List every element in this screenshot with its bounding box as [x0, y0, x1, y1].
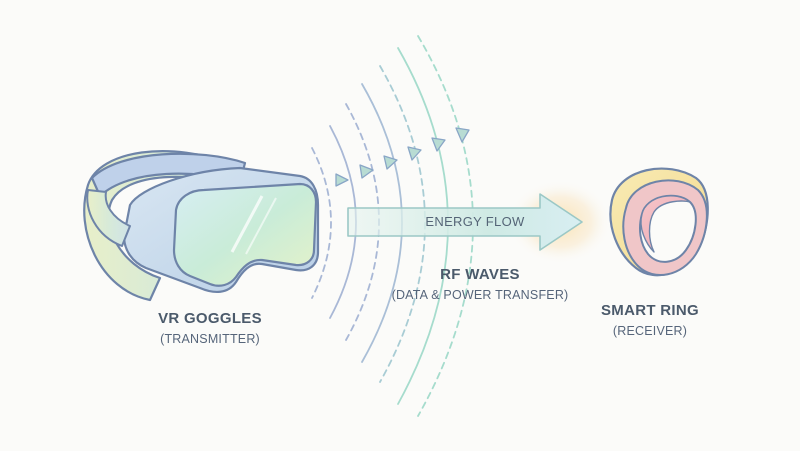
goggles-side-strap	[86, 189, 131, 247]
rf-waves-subtitle: (DATA & POWER TRANSFER)	[391, 288, 569, 302]
receiver-subtitle: (RECEIVER)	[612, 324, 688, 338]
rf-waves-title: RF WAVES	[440, 266, 520, 283]
receiver-title: SMART RING	[601, 302, 699, 319]
goggles-face-plate	[172, 182, 318, 287]
energy-flow-arrow	[347, 180, 612, 264]
transmitter-title: VR GOGGLES	[158, 310, 262, 327]
wave-arc-1	[311, 147, 332, 299]
vr-goggles-illustration	[83, 150, 320, 302]
wave-arrowhead-3	[383, 155, 398, 170]
wave-arrowhead-4	[407, 146, 422, 161]
wave-arrowhead-2	[359, 164, 374, 179]
lens-shine-1	[230, 195, 264, 253]
smart-ring-illustration	[609, 167, 709, 277]
wave-arrowhead-1	[335, 173, 349, 187]
transmitter-subtitle: (TRANSMITTER)	[160, 332, 260, 346]
wave-arrowhead-6	[455, 127, 470, 143]
ring-inner-edge	[640, 195, 691, 253]
energy-arrow-shape	[347, 193, 583, 251]
energy-flow-label: ENERGY FLOW	[425, 214, 525, 229]
wave-arrowhead-5	[431, 137, 446, 152]
lens-shine-2	[245, 197, 277, 255]
